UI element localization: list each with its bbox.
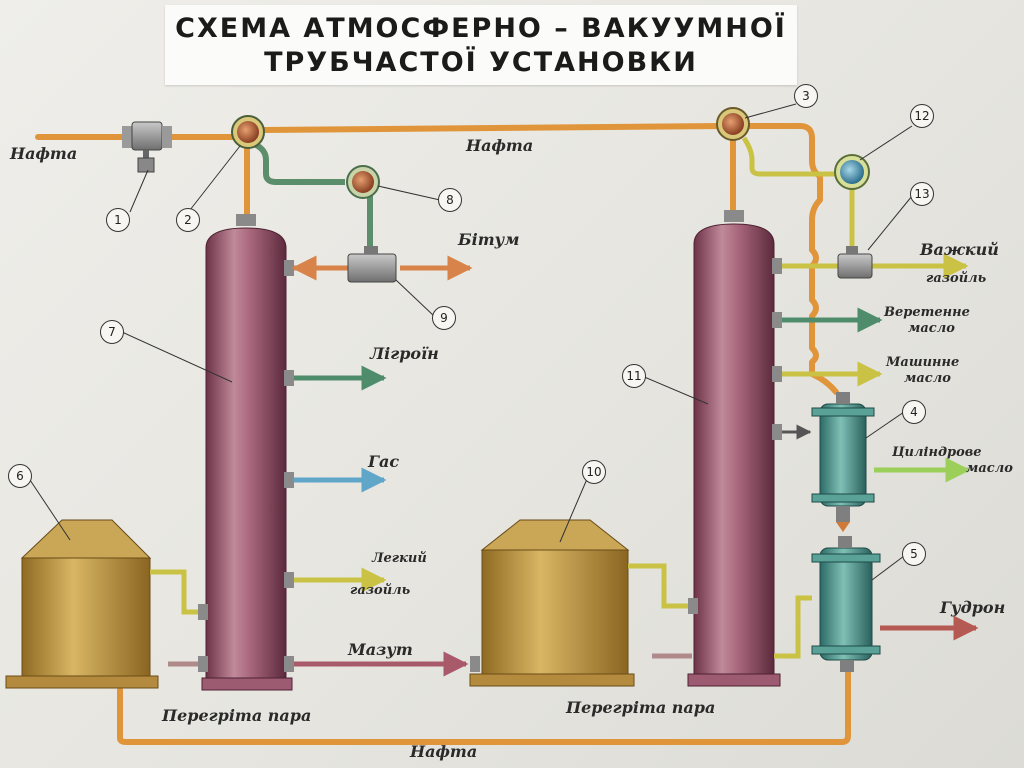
pump-2 [231, 115, 265, 149]
heat-exchanger-5 [811, 536, 881, 672]
tank-6 [5, 519, 159, 689]
label-ligroin: Лігроїн [370, 344, 439, 363]
label-machine-oil-2: масло [904, 371, 951, 386]
valve-9 [347, 246, 397, 283]
callout-12: 12 [910, 104, 934, 128]
tank-10 [469, 519, 635, 687]
callout-10: 10 [582, 460, 606, 484]
label-cylinder-oil-1: Циліндрове [892, 445, 982, 460]
callout-2: 2 [176, 208, 200, 232]
label-steam-left: Перегріта пара [162, 706, 312, 725]
label-heavy-gasoil-2: газойль [926, 271, 987, 286]
label-machine-oil-1: Машинне [886, 355, 960, 370]
label-gas: Гас [368, 452, 400, 471]
label-bitum: Бітум [458, 230, 520, 249]
label-nafta-main: Нафта [466, 136, 534, 155]
label-mazut: Мазут [348, 640, 413, 659]
nozzle [198, 656, 208, 672]
callout-leaders [29, 103, 913, 581]
heat-exchanger-4 [811, 392, 875, 532]
pump-12 [834, 154, 870, 190]
callout-9: 9 [432, 306, 456, 330]
column11-to-hx5-pipe [774, 595, 812, 659]
label-gudron: Гудрон [940, 598, 1006, 617]
callout-3: 3 [794, 84, 818, 108]
callout-11: 11 [622, 364, 646, 388]
callout-5: 5 [902, 542, 926, 566]
tank6-to-column7-pipe [150, 569, 200, 615]
callout-1: 1 [106, 208, 130, 232]
label-steam-right: Перегріта пара [566, 698, 716, 717]
pump-3 [716, 107, 750, 141]
nozzle [198, 604, 208, 620]
label-light-gasoil-1: Легкий [372, 551, 427, 566]
yellow-pipes-right [741, 136, 855, 250]
label-nafta-return: Нафта [410, 742, 478, 761]
nozzle [688, 598, 698, 614]
crude-oil-pipes [35, 123, 851, 745]
callout-13: 13 [910, 182, 934, 206]
valve-13 [837, 246, 873, 279]
column7-outlets [284, 255, 480, 677]
title-line-1: СХЕМА АТМОСФЕРНО – ВАКУУМНОЇ [175, 13, 787, 44]
label-heavy-gasoil-1: Важкий [920, 240, 999, 259]
label-cylinder-oil-2: масло [966, 461, 1013, 476]
green-pipe-pump8 [254, 142, 373, 250]
column-7 [201, 214, 293, 691]
valve-1 [122, 121, 172, 173]
label-spindle-oil-2: масло [908, 321, 955, 336]
callout-6: 6 [8, 464, 32, 488]
column11-outlets [772, 253, 979, 641]
pump-8 [346, 165, 380, 199]
label-nafta-input: Нафта [10, 144, 78, 163]
callout-4: 4 [902, 400, 926, 424]
callout-8: 8 [438, 188, 462, 212]
title-plate: СХЕМА АТМОСФЕРНО – ВАКУУМНОЇ ТРУБЧАСТОЇ … [165, 5, 797, 85]
column-11 [687, 210, 781, 687]
callout-7: 7 [100, 320, 124, 344]
title-line-2: ТРУБЧАСТОЇ УСТАНОВКИ [264, 47, 698, 78]
tank10-to-column11-pipe [628, 563, 690, 609]
label-light-gasoil-2: газойль [350, 583, 411, 598]
label-spindle-oil-1: Веретенне [884, 305, 970, 320]
